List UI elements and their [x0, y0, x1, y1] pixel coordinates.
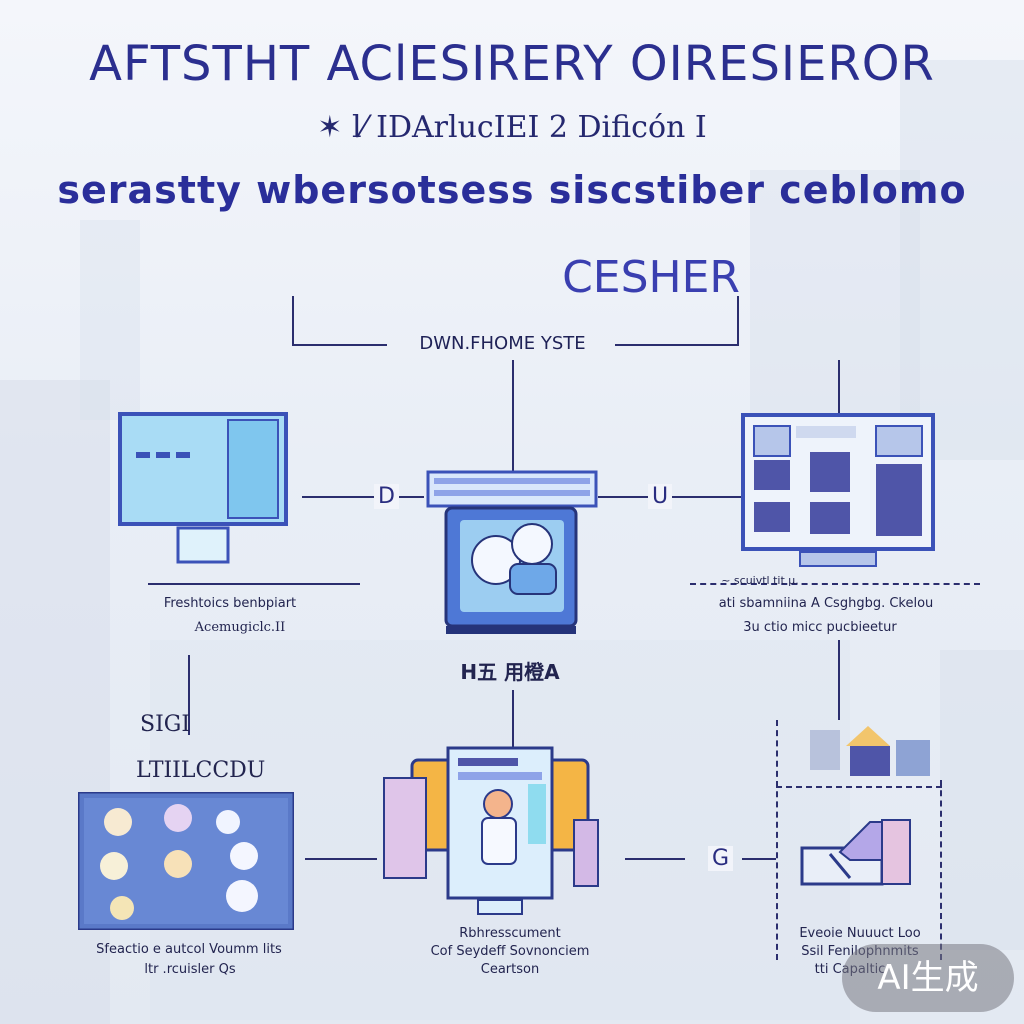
- connector-letter-right: U: [648, 484, 673, 509]
- monitor-icon: [118, 412, 288, 564]
- bottom-center-node-label-3: Ceartson: [480, 962, 540, 977]
- dashed-box-left: [776, 720, 778, 960]
- connector-top-center: [512, 360, 514, 472]
- bracket-bottom-right: [615, 344, 739, 346]
- bottom-center-node-label-2: Cof Seydeff Sovnonciem: [430, 944, 590, 959]
- left-side-label-2: LTIILCCDU: [136, 758, 266, 783]
- workstation-icon: [383, 746, 599, 915]
- dashed-box-top: [776, 786, 942, 788]
- label-underline-right: [690, 583, 980, 585]
- background-building: [750, 170, 920, 430]
- connector-bottom-left: [305, 858, 377, 860]
- diagram-title-line3: serastty wbersotsess siscstiber ceblomo: [57, 168, 967, 212]
- bottom-right-node-label-1: Eveoie Nuuuct Loo: [799, 926, 921, 941]
- truck-icon: [800, 819, 911, 886]
- label-underline-left: [148, 583, 360, 585]
- bracket-left-vertical: [292, 296, 294, 346]
- connector-left-down: [188, 655, 190, 735]
- bracket-bottom-left: [292, 344, 387, 346]
- connector-right-down: [838, 640, 840, 720]
- dashed-box-right: [940, 780, 942, 960]
- bracket-right-vertical: [737, 296, 739, 346]
- ai-generated-badge: AI生成: [842, 944, 1014, 1012]
- bracket-label: DWN.FHOME YSTE: [419, 333, 586, 354]
- background-building: [940, 650, 1024, 950]
- connector-letter-bottom: G: [708, 846, 734, 871]
- top-left-node-label-2: Acemugiclc.II: [194, 620, 286, 635]
- bottom-center-node-label-1: Rbhresscument: [459, 926, 561, 941]
- top-left-node-label-1: Freshtoics benbpiart: [163, 596, 297, 611]
- people-grid-icon: [78, 792, 294, 930]
- background-building: [900, 60, 1024, 460]
- connector-center-down: [512, 690, 514, 750]
- connector-bottom-right: [625, 858, 685, 860]
- bottom-left-node-label-1: Sfeactio e autcol Voumm lits: [96, 942, 282, 957]
- top-right-node-label-2: ati sbamniina A Csghgbg. Ckelou: [718, 596, 934, 611]
- diagram-title-line1: AFTSTHT AClESIRERY OIRESIEROR: [89, 36, 935, 92]
- connector-letter-left: D: [374, 484, 399, 509]
- diagram-title-line4: CESHER: [562, 252, 740, 303]
- device-icon: [426, 470, 598, 634]
- top-right-node-label-1: ~ scuivtl tit μ.: [721, 574, 799, 587]
- dashboard-icon: [741, 413, 935, 567]
- connector-left: [302, 496, 424, 498]
- connector-bottom-right-2: [742, 858, 776, 860]
- top-right-node-label-3: 3u ctio micc pucbieetur: [743, 620, 897, 635]
- center-node-label: H五 用橙A: [460, 660, 560, 684]
- background-building: [80, 220, 140, 420]
- connector-top-right: [838, 360, 840, 414]
- left-side-label-1: SIGI: [140, 712, 191, 737]
- building-cluster-icon: [810, 726, 930, 776]
- bottom-left-node-label-2: ltr .rcuisler Qs: [144, 962, 236, 977]
- diagram-title-line2: ✶ l⁄ IDArlucIEI 2 Dificón I: [317, 110, 707, 145]
